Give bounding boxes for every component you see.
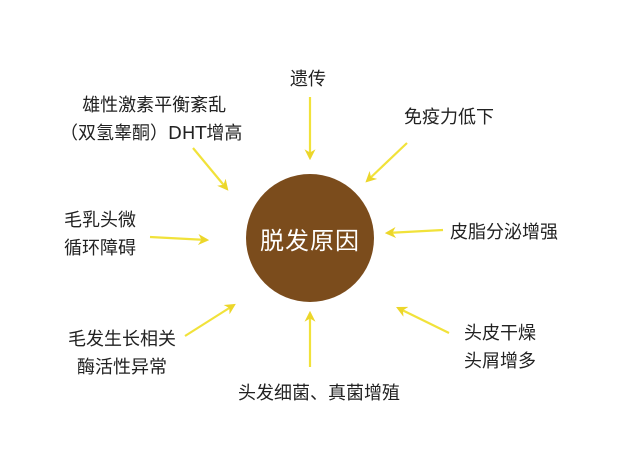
cause-enzyme: 毛发生长相关 酶活性异常 xyxy=(68,326,176,382)
cause-text: 头皮干燥 xyxy=(464,323,536,344)
arrow-scalp xyxy=(396,306,450,334)
cause-microbes: 头发细菌、真菌增殖 xyxy=(238,380,400,408)
cause-sebum: 皮脂分泌增强 xyxy=(450,219,558,247)
arrow-papilla xyxy=(149,234,210,246)
arrow-androgen xyxy=(192,147,229,191)
cause-genetics: 遗传 xyxy=(290,66,326,94)
cause-text: 雄性激素平衡紊乱 xyxy=(82,95,227,116)
center-label: 脱发原因 xyxy=(260,226,360,255)
cause-text: 毛发生长相关 xyxy=(68,329,176,350)
cause-papilla: 毛乳头微 循环障碍 xyxy=(64,207,136,263)
cause-text: 循环障碍 xyxy=(64,238,136,259)
cause-text: 酶活性异常 xyxy=(77,357,167,378)
arrow-enzyme xyxy=(184,303,236,337)
cause-text: 免疫力低下 xyxy=(404,107,494,128)
arrow-sebum xyxy=(384,227,444,239)
cause-text: 毛乳头微 xyxy=(64,210,136,231)
cause-text: （双氢睾酮）DHT增高 xyxy=(60,123,243,144)
cause-text: 皮脂分泌增强 xyxy=(450,222,558,243)
cause-text: 遗传 xyxy=(290,69,326,90)
cause-immunity: 免疫力低下 xyxy=(404,104,494,132)
arrow-immunity xyxy=(365,142,408,183)
center-node: 脱发原因 xyxy=(246,174,374,302)
cause-text: 头发细菌、真菌增殖 xyxy=(238,383,400,404)
cause-text: 头屑增多 xyxy=(464,351,536,372)
cause-scalp: 头皮干燥 头屑增多 xyxy=(464,320,536,376)
cause-androgen: 雄性激素平衡紊乱 （双氢睾酮）DHT增高 xyxy=(60,92,242,148)
